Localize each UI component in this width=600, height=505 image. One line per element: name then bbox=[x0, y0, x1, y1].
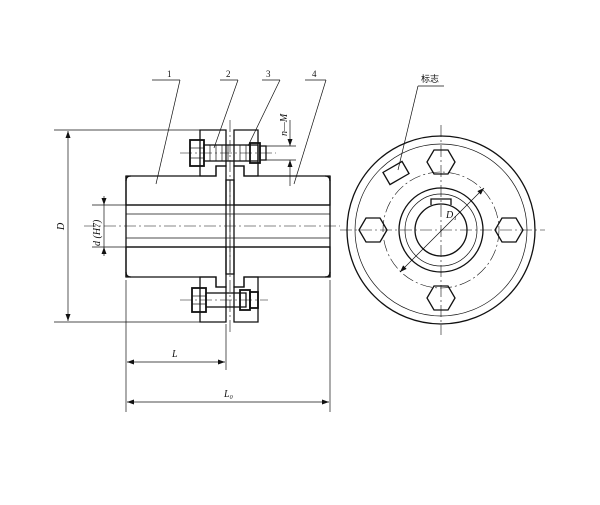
callout-3: 3 bbox=[266, 69, 271, 79]
hex-bolt-top bbox=[426, 149, 456, 175]
callout-2: 2 bbox=[226, 69, 231, 79]
top-bolt bbox=[180, 139, 276, 167]
section-view: 1 2 3 4 n—M D d (H7) L L₀ bbox=[54, 69, 340, 412]
hex-bolt-bottom bbox=[426, 285, 456, 311]
callout-1: 1 bbox=[167, 69, 172, 79]
dim-D1: D₁ bbox=[445, 210, 457, 221]
marker-label: 标志 bbox=[421, 73, 439, 84]
dim-D: D bbox=[56, 222, 67, 231]
dim-L: L bbox=[171, 349, 178, 360]
hex-bolt-left bbox=[358, 217, 388, 243]
callout-leaders bbox=[152, 79, 327, 185]
bottom-bolt bbox=[180, 287, 268, 313]
dim-d-H7: d (H7) bbox=[92, 219, 103, 246]
marker-plate bbox=[382, 85, 444, 186]
hex-bolt-right bbox=[494, 217, 524, 243]
dim-L0: L₀ bbox=[223, 389, 234, 400]
callout-4: 4 bbox=[312, 69, 317, 79]
end-view: 标志 D₁ bbox=[340, 73, 545, 335]
dim-n-m: n—M bbox=[279, 113, 290, 136]
